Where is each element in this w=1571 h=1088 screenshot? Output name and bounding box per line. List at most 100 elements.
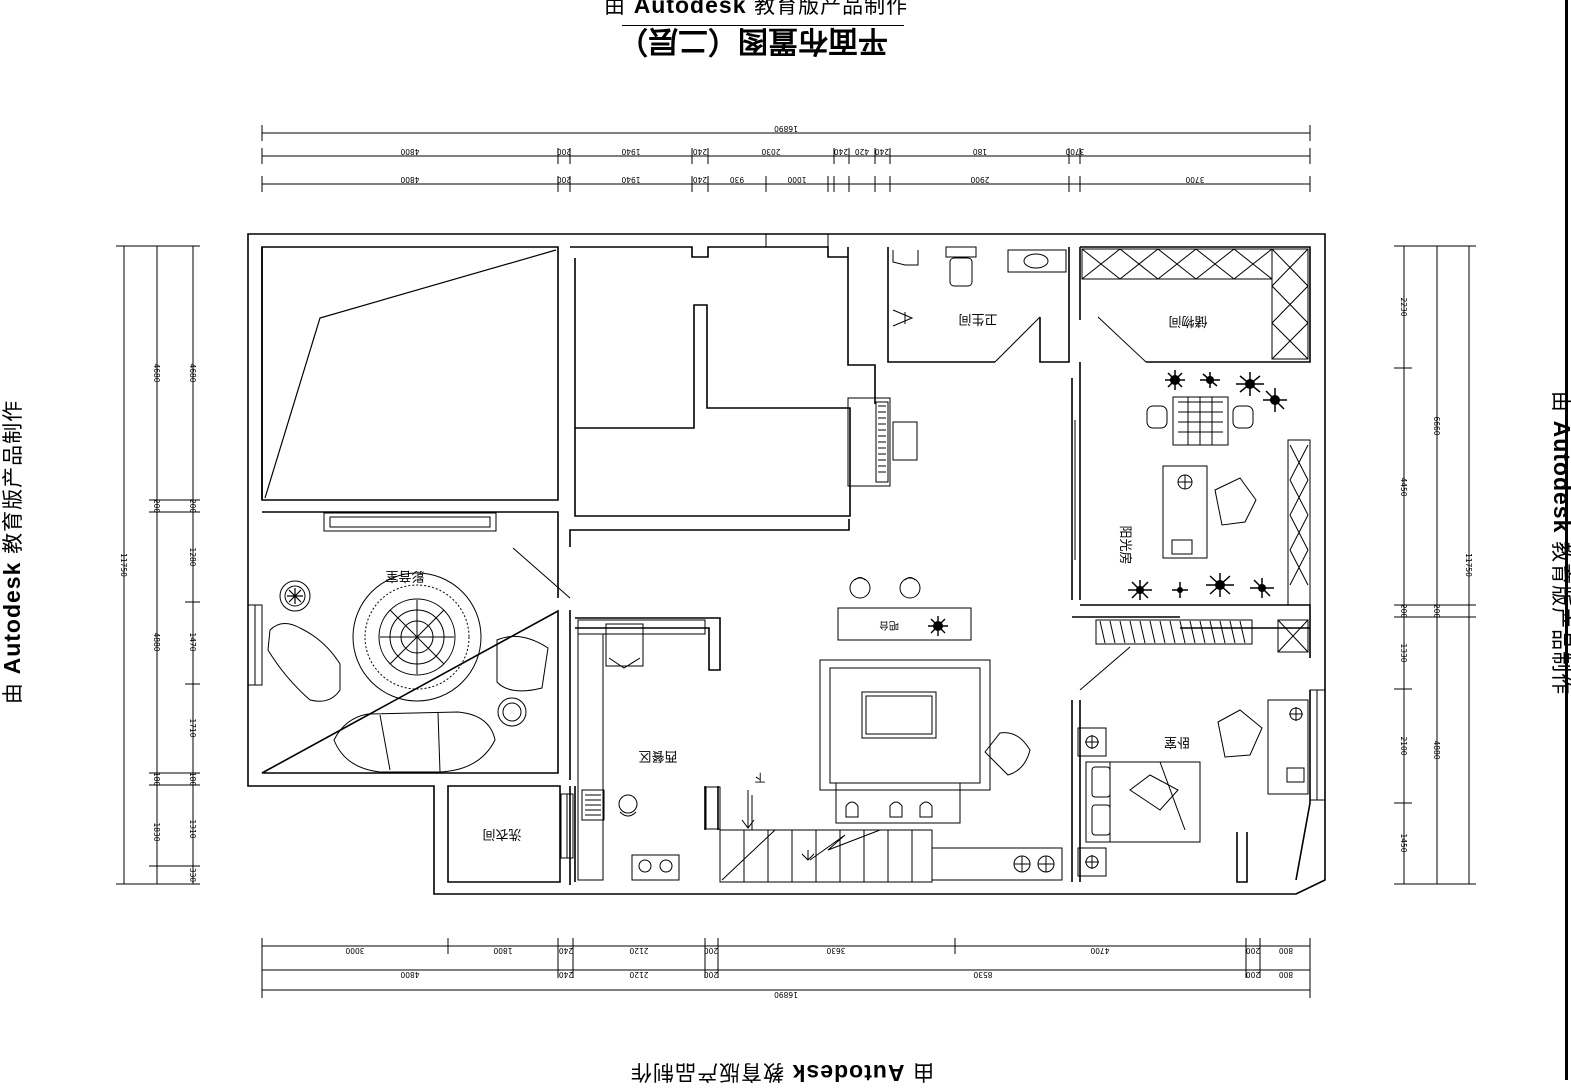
dimension-lines-bottom [261, 938, 1311, 998]
lounge-furniture [819, 659, 1031, 824]
dimension-lines-top [261, 125, 1311, 192]
dim-right-in-1: 4450 [1399, 477, 1408, 496]
dim-bot-r2-6: 800 [1279, 970, 1294, 979]
dim-left-3: 4880 [152, 632, 161, 651]
dim-top-r2-7: 240 [875, 147, 890, 156]
drawing-title: 平面布置图（二层） [618, 23, 888, 58]
watermark-left-suffix: 教育版产品制作 [1, 399, 26, 554]
dim-bot-r2-4: 8530 [973, 970, 992, 979]
family-room-furniture [267, 512, 549, 773]
title-underline [622, 25, 904, 26]
room-label-storage: 储物间 [1168, 313, 1207, 328]
dim-top-r2-0: 4800 [400, 147, 419, 156]
dim-top-r2-2: 1940 [621, 147, 640, 156]
watermark-left: 由 Autodesk 教育版产品制作 [0, 400, 27, 704]
dim-top-r3-2: 1940 [621, 175, 640, 184]
bar-counter [837, 577, 972, 641]
dim-right-2: 4880 [1432, 740, 1441, 759]
dim-bot-r1-8: 800 [1279, 946, 1294, 955]
dim-left-in-7: 330 [188, 868, 197, 883]
room-label-study: 阳光房 [1117, 525, 1133, 564]
void-opening [264, 249, 557, 499]
dimension-lines-right [1394, 245, 1476, 885]
dim-left-in-0: 4680 [188, 363, 197, 382]
dim-right-in-4: 2100 [1399, 736, 1408, 755]
dim-right-in-0: 2230 [1399, 297, 1408, 316]
dim-bot-r1-4: 200 [704, 946, 719, 955]
dim-bot-r2-5: 200 [1246, 970, 1261, 979]
watermark-bottom-brand: Autodesk [791, 1060, 905, 1086]
dim-left-in-1: 200 [188, 499, 197, 514]
dim-right-total: 11750 [1464, 553, 1473, 577]
dim-bot-r1-0: 3000 [345, 946, 364, 955]
dim-left-1: 200 [152, 499, 161, 514]
dim-top-r2-5: 240 [834, 147, 849, 156]
dim-bot-r1-6: 4700 [1090, 946, 1109, 955]
bathroom-fixtures [892, 246, 1067, 327]
dim-right-1: 200 [1432, 604, 1441, 619]
dim-top-r2-3: 240 [693, 147, 708, 156]
room-label-bar: 吧台 [879, 619, 899, 632]
dim-top-r3-10: 2900 [970, 175, 989, 184]
window-marks [247, 233, 1326, 859]
dim-top-r2-1: 200 [557, 147, 572, 156]
dim-bot-r2-1: 240 [559, 970, 574, 979]
bar-plant-icon [928, 616, 948, 636]
bedroom-furniture [931, 619, 1309, 881]
dim-left-0: 4680 [152, 363, 161, 382]
dim-left-in-6: 1310 [188, 819, 197, 838]
dim-left-in-3: 1470 [188, 632, 197, 651]
dim-top-r3-1: 200 [557, 175, 572, 184]
room-label-bathroom: 卫生间 [958, 311, 997, 326]
dim-left-in-4: 1710 [188, 718, 197, 737]
room-label-bedroom: 卧室 [1164, 734, 1190, 750]
dim-top-r3-12: 3700 [1185, 175, 1204, 184]
watermark-top-prefix: 由 [604, 0, 626, 18]
dim-bot-r1-5: 3630 [826, 946, 845, 955]
dim-left-total: 11750 [119, 553, 128, 577]
dim-top-r3-4: 930 [730, 175, 745, 184]
dim-bot-total: 16890 [774, 990, 798, 999]
dim-top-r3-5: 1000 [787, 175, 806, 184]
dim-left-in-2: 1280 [188, 547, 197, 566]
dimension-labels: 16890 4800 200 1940 240 2030 240 420 240… [119, 124, 1473, 999]
sunroom-furniture [1146, 396, 1257, 559]
watermark-top: 由 Autodesk 教育版产品制作 [604, 0, 908, 20]
dim-top-total: 16890 [774, 124, 798, 133]
dim-left-in-5: 180 [188, 772, 197, 787]
piano [847, 397, 918, 487]
dim-bot-r1-7: 200 [1246, 946, 1261, 955]
stair-direction-label: 下 [755, 771, 766, 784]
dim-right-in-3: 1330 [1399, 643, 1408, 662]
dim-bot-r1-1: 1800 [493, 946, 512, 955]
dim-top-r2-6: 420 [855, 147, 870, 156]
family-room-lamp-icon [287, 588, 303, 604]
dim-bot-r2-0: 4800 [400, 970, 419, 979]
dim-top-r3-3: 240 [693, 175, 708, 184]
watermark-bottom-prefix: 由 [912, 1060, 935, 1084]
walls [247, 233, 1326, 895]
dim-top-r2-11: 3700 [1065, 147, 1084, 156]
room-labels: 卫生间 储物间 阳光房 影音室 西餐区 吧台 卧室 洗衣间 下 [385, 311, 1207, 842]
dim-bot-r2-2: 2120 [629, 970, 648, 979]
kitchen-fixtures [577, 619, 721, 881]
door-swings [512, 316, 1147, 691]
dim-bot-r1-3: 2120 [629, 946, 648, 955]
dim-top-r2-10: 180 [973, 147, 988, 156]
watermark-left-prefix: 由 [1, 682, 26, 705]
dim-left-5: 180 [152, 772, 161, 787]
watermark-top-suffix: 教育版产品制作 [754, 0, 909, 18]
stairs [719, 790, 933, 883]
dim-right-in-5: 1450 [1399, 833, 1408, 852]
dim-right-0: 6660 [1432, 416, 1441, 435]
watermark-bottom-suffix: 教育版产品制作 [630, 1060, 784, 1084]
dim-bot-r1-2: 240 [559, 946, 574, 955]
room-label-dining: 西餐区 [638, 748, 677, 764]
dim-bot-r2-3: 200 [704, 970, 719, 979]
room-label-laundry: 洗衣间 [482, 826, 521, 842]
dim-top-r3-0: 4800 [400, 175, 419, 184]
watermark-bottom: 由 Autodesk 教育版产品制作 [630, 1058, 934, 1088]
dim-left-6: 1830 [152, 822, 161, 841]
watermark-left-brand: Autodesk [0, 561, 26, 675]
